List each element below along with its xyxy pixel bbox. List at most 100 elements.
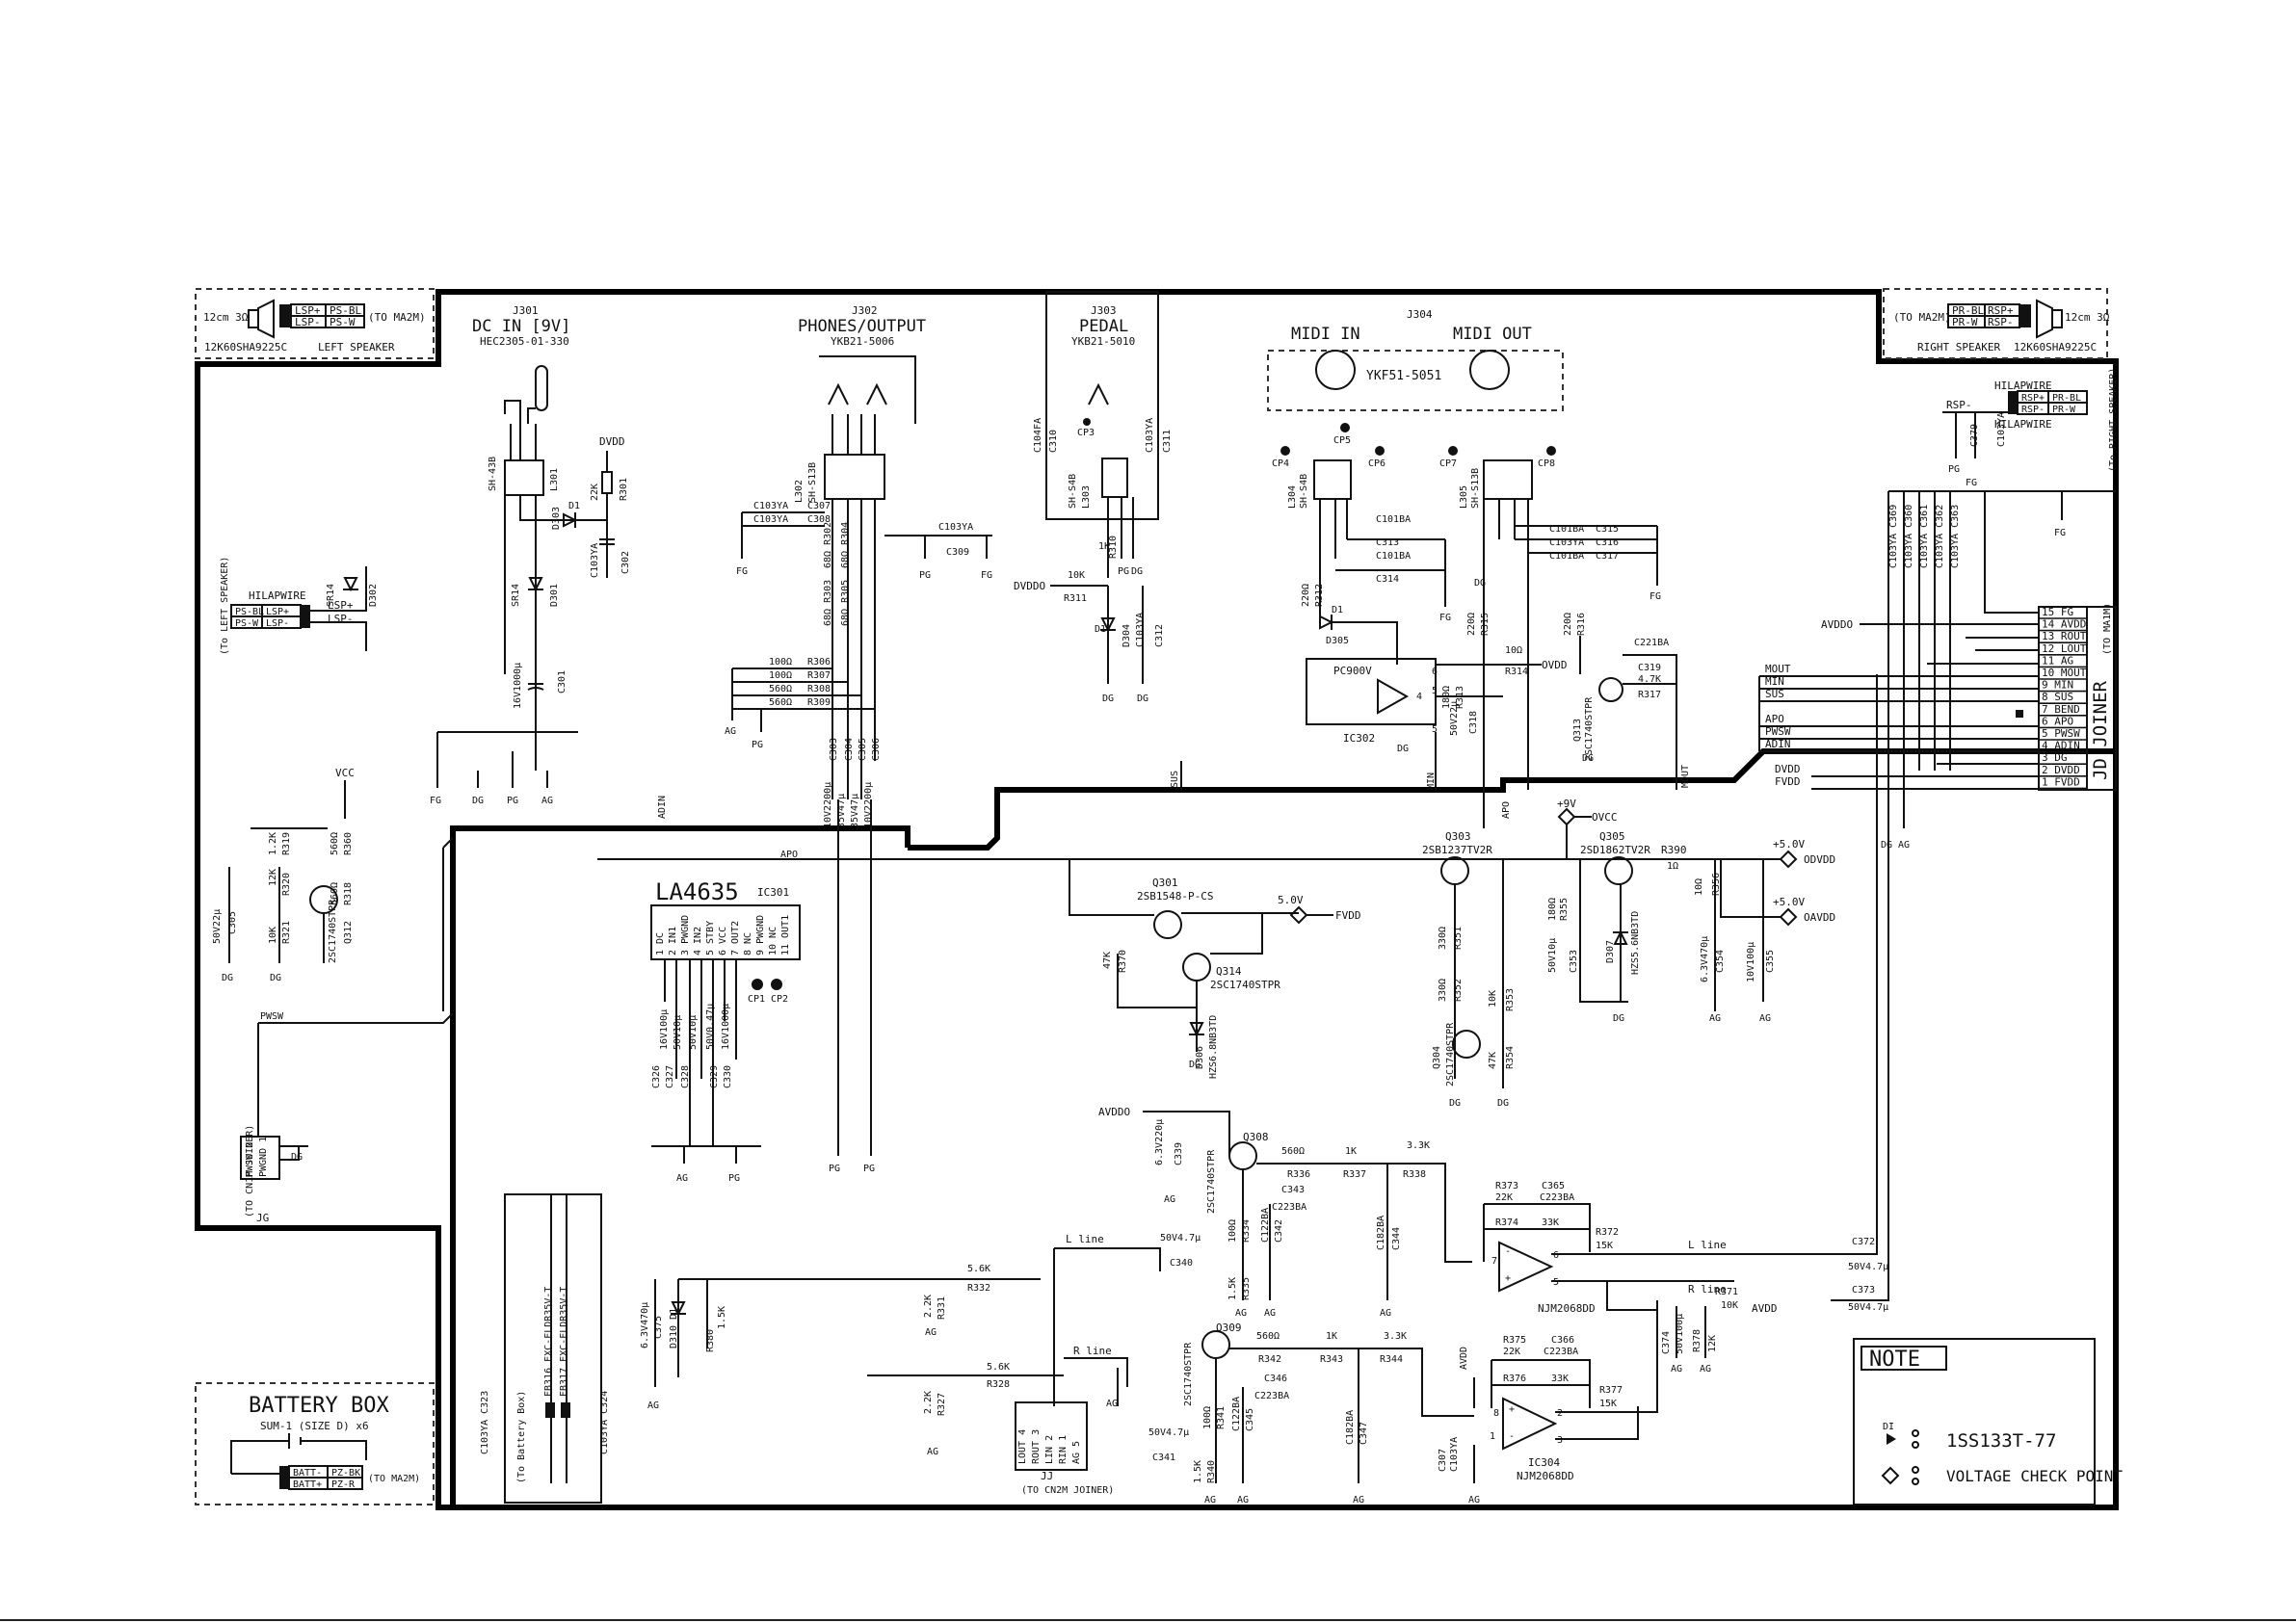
- adin-net: ADIN: [1765, 738, 1791, 750]
- svg-text:68Ω R303: 68Ω R303: [823, 580, 833, 626]
- jj-pin: AG 5: [1071, 1441, 1082, 1464]
- jd-joiner-pin: 10 MOUT: [2042, 667, 2087, 679]
- svg-text:15K: 15K: [1599, 1399, 1617, 1409]
- svg-text:12K: 12K: [268, 869, 278, 886]
- jd-joiner-pin: 8 SUS: [2042, 691, 2073, 703]
- svg-text:C354: C354: [1715, 950, 1726, 973]
- svg-text:R314: R314: [1505, 667, 1528, 677]
- svg-text:C347: C347: [1359, 1422, 1369, 1445]
- q301-part: 2SB1548-P-CS: [1137, 890, 1213, 903]
- svg-text:D304: D304: [1122, 624, 1132, 647]
- svg-text:560Ω: 560Ω: [330, 882, 340, 905]
- svg-text:50V10μ: 50V10μ: [673, 1015, 683, 1050]
- svg-text:R311: R311: [1064, 593, 1087, 604]
- svg-text:AG: AG: [1380, 1308, 1391, 1319]
- svg-text:C122BA: C122BA: [1231, 1397, 1242, 1431]
- svg-text:33K: 33K: [1551, 1374, 1569, 1384]
- svg-text:C182BA: C182BA: [1376, 1216, 1386, 1250]
- svg-text:SR14: SR14: [326, 584, 336, 607]
- svg-text:100Ω: 100Ω: [1202, 1406, 1213, 1429]
- svg-text:SH-S4B: SH-S4B: [1068, 474, 1078, 509]
- svg-text:PG: PG: [752, 740, 763, 750]
- svg-text:22K: 22K: [590, 484, 600, 501]
- left-hilap-title: HILAPWIRE: [249, 589, 306, 602]
- jg-pin: PWSW 2: [245, 1142, 255, 1177]
- svg-text:C373: C373: [1852, 1285, 1875, 1296]
- left-speaker-wire: PS-BL: [330, 304, 361, 317]
- svg-text:R351: R351: [1453, 927, 1464, 950]
- svg-text:C223BA: C223BA: [1540, 1192, 1574, 1203]
- svg-text:R373: R373: [1495, 1181, 1518, 1191]
- svg-text:C309: C309: [946, 547, 969, 558]
- svg-text:R354: R354: [1505, 1046, 1516, 1069]
- left-hilap-dest: (To LEFT SPEAKER): [220, 557, 230, 655]
- svg-text:R344: R344: [1380, 1354, 1403, 1365]
- svg-text:50V22μ: 50V22μ: [212, 909, 223, 944]
- svg-text:2.2K: 2.2K: [923, 1391, 934, 1414]
- svg-text:R308: R308: [807, 684, 831, 694]
- svg-text:PG: PG: [1948, 464, 1960, 475]
- svg-text:R377: R377: [1599, 1385, 1623, 1396]
- svg-text:CP8: CP8: [1538, 458, 1555, 469]
- midi-out-label: MIDI OUT: [1453, 325, 1532, 344]
- svg-text:C182BA: C182BA: [1345, 1410, 1356, 1445]
- svg-text:AG: AG: [676, 1173, 688, 1184]
- svg-text:10V100μ: 10V100μ: [1746, 942, 1756, 982]
- svg-text:1: 1: [1490, 1431, 1495, 1442]
- svg-text:C103YA C323: C103YA C323: [480, 1391, 490, 1454]
- svg-text:15K: 15K: [1596, 1241, 1613, 1251]
- svg-text:DG: DG: [270, 973, 281, 983]
- jj-dest: (TO CN2M JOINER): [1021, 1485, 1114, 1496]
- svg-text:L305: L305: [1459, 485, 1469, 509]
- svg-text:AVDDO: AVDDO: [1821, 618, 1853, 631]
- svg-text:R307: R307: [807, 670, 831, 681]
- svg-text:R374: R374: [1495, 1217, 1518, 1228]
- svg-text:C315: C315: [1596, 524, 1619, 535]
- svg-text:C101BA: C101BA: [1549, 551, 1584, 562]
- svg-text:220Ω: 220Ω: [1466, 613, 1477, 636]
- svg-text:SH-S4B: SH-S4B: [1299, 474, 1309, 509]
- jd-joiner-pin: 12 LOUT: [2042, 642, 2087, 655]
- svg-text:+: +: [1509, 1404, 1515, 1415]
- svg-text:AG: AG: [1700, 1364, 1711, 1374]
- svg-text:AG: AG: [725, 726, 736, 737]
- svg-text:50V10μ: 50V10μ: [688, 1015, 699, 1050]
- svg-text:3.3K: 3.3K: [1407, 1140, 1430, 1151]
- svg-text:50V22μ: 50V22μ: [1449, 701, 1460, 736]
- j301-dc-in: J301 DC IN [9V] HEC2305-01-330 SH-43B L3…: [326, 304, 631, 771]
- svg-text:180Ω: 180Ω: [1441, 686, 1452, 709]
- svg-text:R318: R318: [343, 882, 354, 905]
- min-net: MIN: [1765, 675, 1784, 688]
- svg-text:1.5K: 1.5K: [1227, 1277, 1238, 1300]
- svg-text:12K: 12K: [1707, 1335, 1718, 1352]
- svg-text:C340: C340: [1170, 1258, 1193, 1269]
- svg-text:C103YA: C103YA: [938, 522, 973, 533]
- jd-joiner-pin: 3 DG: [2042, 751, 2068, 764]
- svg-text:AG: AG: [1106, 1399, 1118, 1409]
- j304-midi: J304 MIDI IN MIDI OUT YKF51-5051 CP4 CP5…: [1267, 308, 1677, 828]
- svg-text:DG: DG: [291, 1152, 303, 1163]
- svg-text:CP1: CP1: [748, 994, 765, 1005]
- ground-plane-divider: [908, 748, 2116, 851]
- svg-text:Q303: Q303: [1445, 830, 1471, 843]
- svg-text:DG: DG: [222, 973, 233, 983]
- svg-text:C329: C329: [709, 1065, 720, 1088]
- svg-text:R342: R342: [1258, 1354, 1281, 1365]
- svg-text:C375: C375: [653, 1316, 664, 1339]
- svg-text:C101BA: C101BA: [1549, 524, 1584, 535]
- svg-text:R376: R376: [1503, 1374, 1526, 1384]
- svg-text:PG: PG: [1118, 566, 1129, 577]
- svg-text:FG: FG: [1649, 591, 1661, 602]
- svg-text:2.2K: 2.2K: [923, 1295, 934, 1318]
- right-speaker-wire: PR-BL: [1952, 304, 1984, 317]
- svg-text:C311: C311: [1162, 430, 1173, 453]
- svg-text:AVDD: AVDD: [1459, 1347, 1469, 1370]
- svg-text:C103YA: C103YA: [1996, 412, 2007, 447]
- r-line-left: R line: [1073, 1345, 1112, 1357]
- ic301-pin: 7 OUT2: [730, 921, 741, 955]
- svg-text:R353: R353: [1505, 988, 1516, 1011]
- svg-text:C342: C342: [1274, 1219, 1284, 1243]
- note-vcp-text: VOLTAGE CHECK POINT: [1946, 1467, 2123, 1485]
- ic301-pin: 10 NC: [768, 927, 779, 955]
